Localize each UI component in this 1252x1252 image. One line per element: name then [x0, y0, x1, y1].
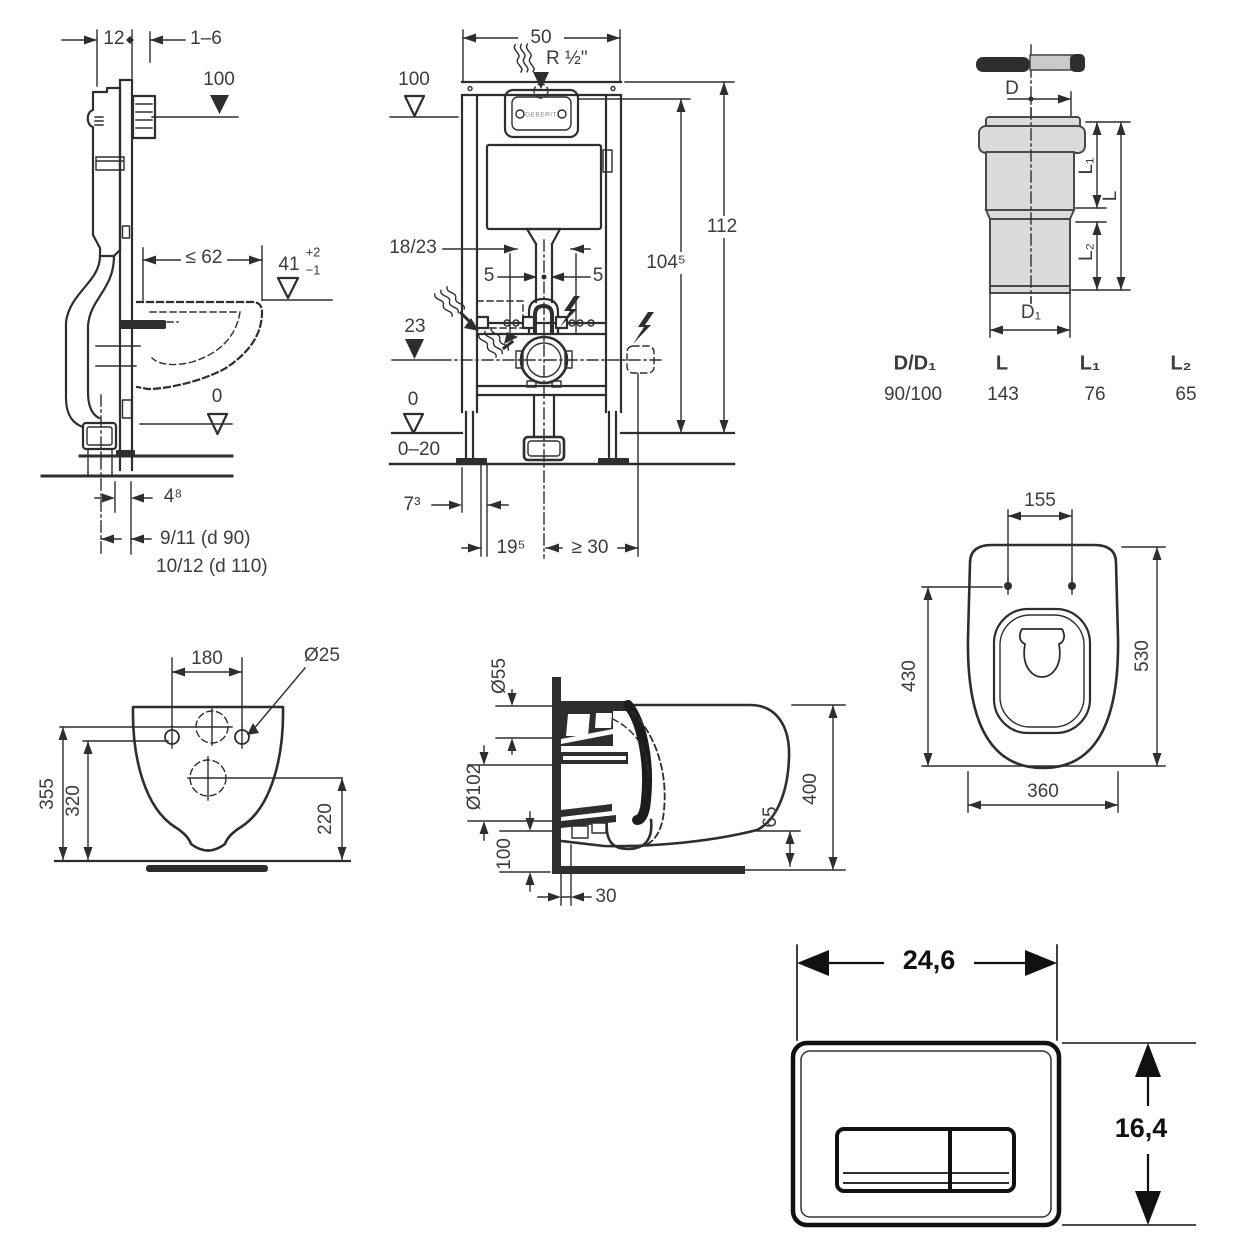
table-value-l2: 65: [1175, 384, 1196, 405]
dim-plate-height: 104⁵: [646, 252, 686, 273]
frame-side-view-diagram: 12 1–6 100 ≤ 62 41 +2 −1 0 4⁸ 9/11 (d 90…: [40, 28, 333, 577]
dim-floor-offset: 4⁸: [164, 486, 183, 507]
reducer-linework: [976, 44, 1131, 338]
brand-label: GEBERIT: [525, 112, 557, 119]
table-header-l1: L₁: [1080, 352, 1101, 374]
label-dim-d1: D₁: [1021, 302, 1041, 323]
dim-height-holes: 320: [63, 785, 84, 817]
dim-outlet-protrusion: 30: [595, 886, 616, 907]
dim-supply-diameter: Ø55: [489, 658, 510, 694]
table-value-dd1: 90/100: [884, 384, 942, 405]
dim-hole-spacing: 180: [191, 648, 223, 669]
table-value-l: 143: [987, 384, 1019, 405]
dim-supply-height: 100: [203, 69, 235, 90]
dim-power-clearance: ≥ 30: [572, 537, 609, 558]
dim-depth-total: 530: [1132, 640, 1153, 672]
table-header-l2: L₂: [1170, 352, 1191, 374]
table-header-l: L: [996, 352, 1008, 374]
label-dim-l: L: [1100, 191, 1121, 202]
dim-outlet-height: 23: [404, 316, 425, 337]
dim-height-outlet: 220: [315, 803, 336, 835]
dim-hole-diameter: Ø25: [304, 645, 340, 666]
pan-top-linework: [921, 509, 1166, 813]
dim-floor-buildup: 0–20: [398, 439, 440, 460]
note-outlet-d110: 10/12 (d 110): [156, 556, 268, 577]
dim-depth-to-holes: 430: [899, 660, 920, 692]
dim-outlet-diameter: Ø102: [464, 764, 485, 810]
dim-offset-left: 5: [484, 265, 495, 286]
flush-plate-diagram: 24,6 16,4: [790, 944, 1196, 1228]
dim-drain-offset: 19⁵: [496, 537, 525, 558]
dim-bowl-height: 41: [278, 254, 299, 275]
frame-front-linework: [388, 28, 744, 559]
dim-wall-finish-gap: 1–6: [190, 28, 222, 49]
reducer-size-table: D/D₁ L L₁ L₂ 90/100 143 76 65: [884, 352, 1197, 405]
label-supply-thread: R ½": [546, 48, 588, 69]
note-outlet-d90: 9/11 (d 90): [160, 528, 250, 549]
dim-plate-height: 16,4: [1115, 1113, 1168, 1143]
pan-side-linework: [467, 677, 846, 906]
dim-floor-datum: 0: [408, 389, 419, 410]
pan-top-view-diagram: 155 430 530 360: [899, 490, 1166, 813]
label-dim-l2: L₂: [1076, 243, 1097, 261]
dim-plate-width: 24,6: [903, 945, 956, 975]
flush-plate-linework: [790, 944, 1196, 1228]
outlet-reducer-diagram: D D₁ L₁ L L₂ D/D₁ L L₁ L₂ 90/100 143 76 …: [884, 44, 1197, 405]
dim-floor-datum: 0: [212, 386, 223, 407]
dim-offset-right: 5: [593, 265, 604, 286]
dim-pan-width: 360: [1027, 781, 1059, 802]
dim-height-total: 355: [37, 778, 58, 810]
dim-outlet-height: 100: [494, 838, 515, 870]
dim-max-depth: ≤ 62: [186, 247, 223, 268]
frame-side-linework: [40, 29, 333, 557]
dim-bowl-height-tol-minus: −1: [306, 262, 321, 277]
dim-supply-height: 100: [398, 69, 430, 90]
dim-frame-depth: 12: [103, 28, 124, 49]
pan-side-view-diagram: Ø55 Ø102 100 30 65 400: [464, 658, 846, 907]
dim-bottom-clearance: 65: [760, 806, 781, 827]
label-dim-l1: L₁: [1076, 158, 1097, 175]
frame-front-view-diagram: 50 R ½" 100 GEBERIT 18/23 5 5 23 0 0–20 …: [388, 27, 744, 559]
dim-side-height-total: 400: [800, 773, 821, 805]
dim-bowl-height-tol-plus: +2: [306, 244, 321, 259]
table-header-dd1: D/D₁: [894, 352, 937, 374]
dim-hinge-spacing: 155: [1024, 490, 1056, 511]
pan-front-linework: [53, 657, 352, 872]
dim-frame-width: 50: [530, 27, 551, 48]
table-value-l1: 76: [1084, 384, 1105, 405]
dim-fixing-range: 18/23: [389, 237, 437, 258]
label-dim-d: D: [1005, 78, 1019, 99]
dim-total-height: 112: [707, 216, 737, 237]
pan-front-view-diagram: 180 Ø25 355 320 220: [37, 645, 352, 872]
dim-foot-width: 7³: [404, 494, 421, 515]
